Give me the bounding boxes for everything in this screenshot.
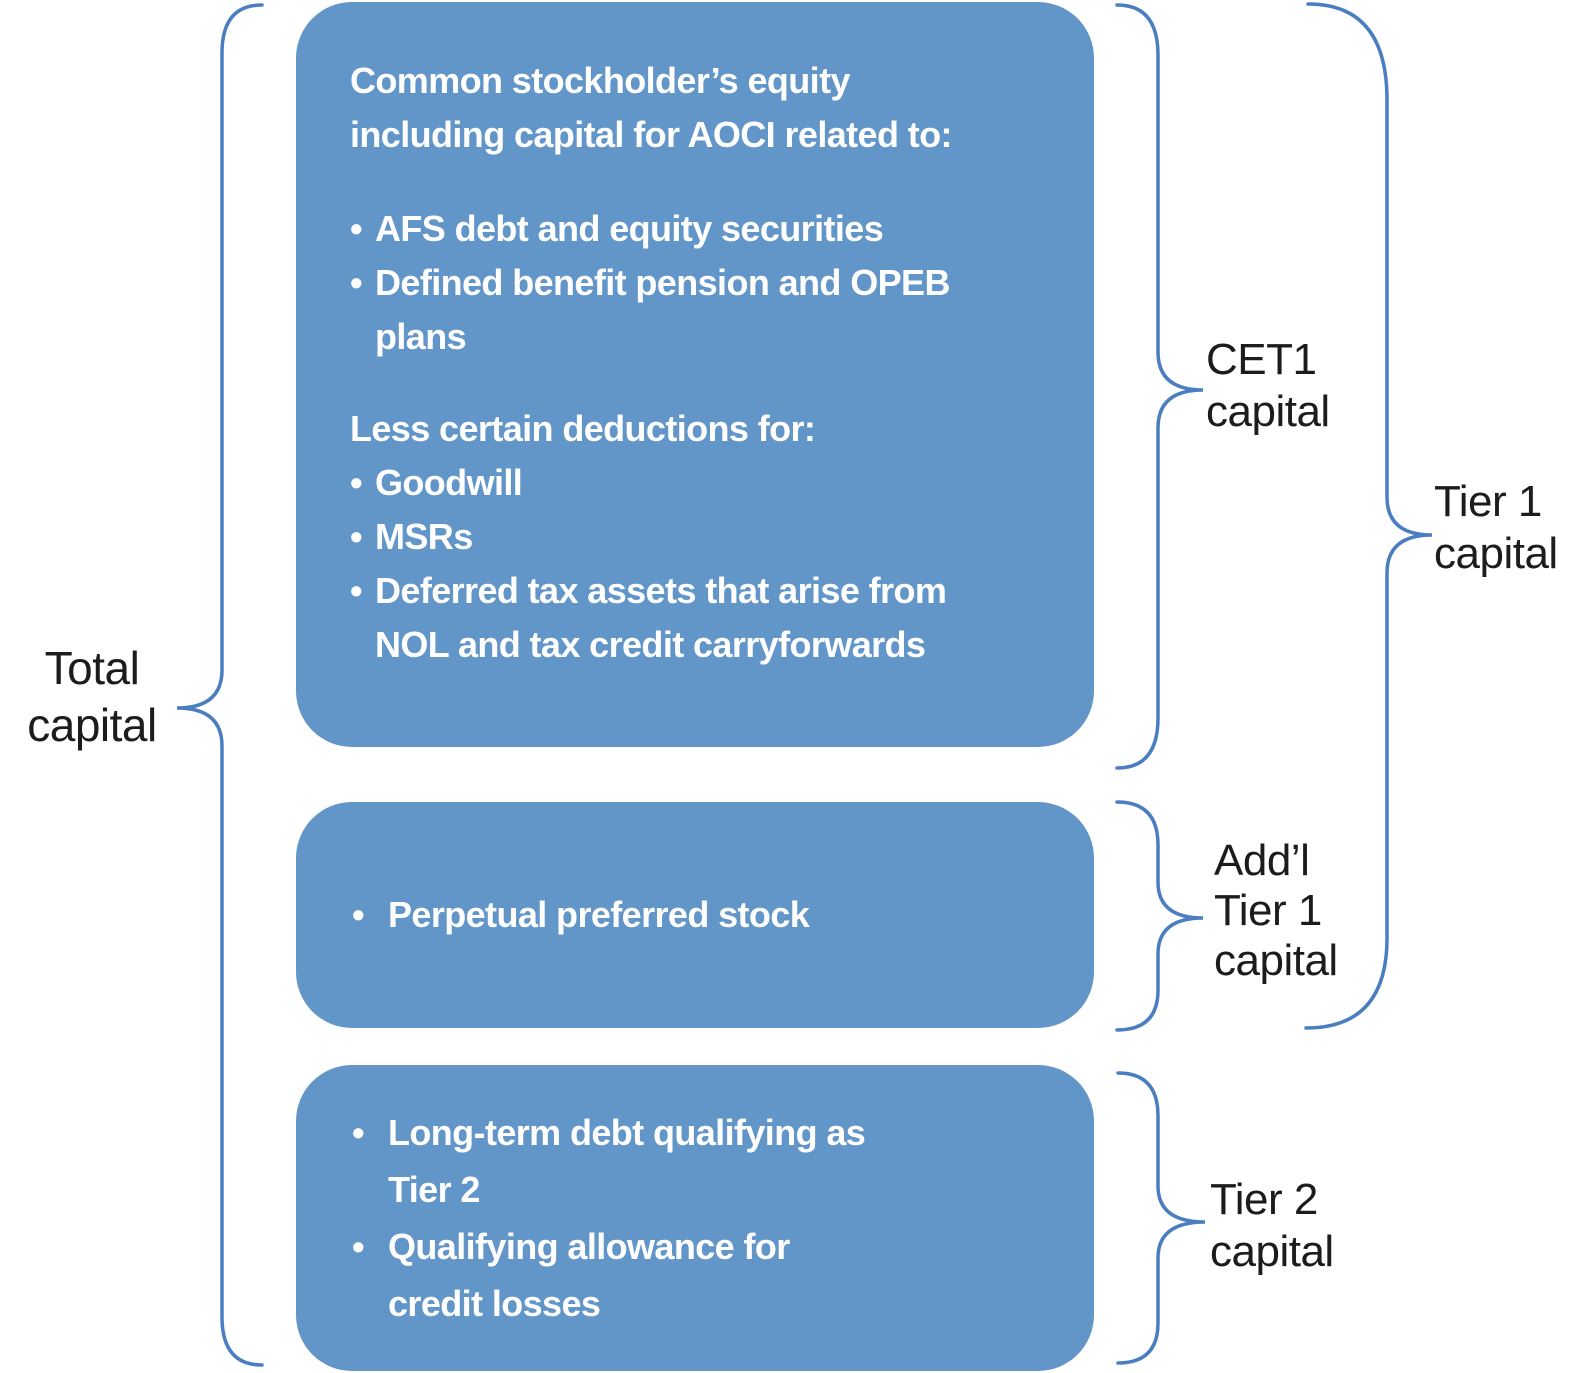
- tier2-box: Long-term debt qualifying as Tier 2 Qual…: [296, 1065, 1094, 1371]
- tier2-capital-brace: [1116, 1071, 1206, 1365]
- addl-tier1-capital-brace: [1115, 800, 1204, 1032]
- bullet-item-preferred-stock: Perpetual preferred stock: [350, 887, 810, 944]
- total-capital-brace: [176, 3, 264, 1367]
- box1-deductions-heading: Less certain deductions for:: [350, 408, 816, 449]
- tier1-capital-brace: [1304, 2, 1433, 1030]
- bullet-item-msrs: MSRs: [350, 510, 1066, 564]
- additional-tier1-box: Perpetual preferred stock: [296, 802, 1094, 1028]
- bullet-item-afs: AFS debt and equity securities: [350, 202, 1066, 256]
- bullet-item-pension: Defined benefit pension and OPEB plans: [350, 256, 1066, 364]
- total-capital-label: Total capital: [27, 642, 157, 752]
- bullet-item-dta: Deferred tax assets that arise from NOL …: [350, 564, 1066, 672]
- cet1-capital-label: CET1 capital: [1206, 335, 1330, 436]
- bullet-item-goodwill: Goodwill: [350, 456, 1066, 510]
- cet1-components-box: Common stockholder’s equity including ca…: [296, 2, 1094, 747]
- cet1-capital-brace: [1115, 3, 1204, 770]
- tier2-capital-label: Tier 2 capital: [1210, 1175, 1334, 1276]
- addl-tier1-capital-label: Add’l Tier 1 capital: [1214, 836, 1338, 986]
- bullet-item-longterm-debt: Long-term debt qualifying as Tier 2: [350, 1105, 1066, 1219]
- bullet-item-allowance: Qualifying allowance for credit losses: [350, 1219, 1066, 1333]
- tier1-capital-label: Tier 1 capital: [1434, 477, 1558, 578]
- box1-heading: Common stockholder’s equity including ca…: [350, 60, 953, 155]
